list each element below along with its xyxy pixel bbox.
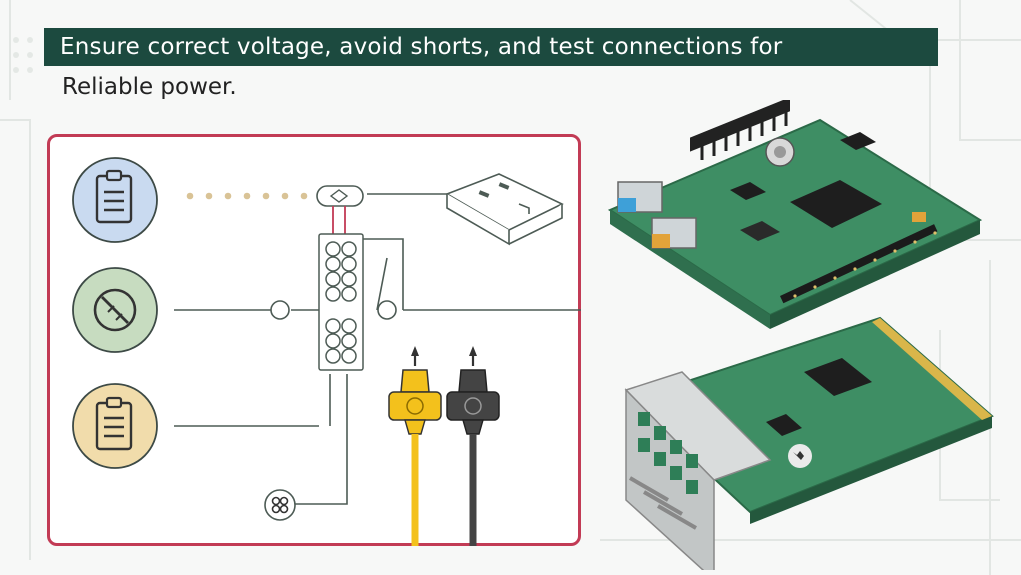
black-probe-icon	[446, 346, 500, 546]
expansion-board-illustration	[624, 316, 994, 570]
yellow-probe-icon	[388, 346, 442, 546]
subtitle-text: Reliable power.	[62, 74, 237, 100]
checklist-icon	[72, 383, 158, 469]
main-board-illustration	[607, 100, 983, 329]
junction-node	[377, 300, 397, 320]
wiring-diagram	[72, 157, 581, 546]
pcb-boards	[607, 100, 994, 570]
no-short-icon	[72, 267, 158, 353]
clipboard-icon	[72, 157, 158, 243]
junction-node	[270, 300, 290, 320]
outlet-icon	[445, 173, 564, 246]
fan-icon	[264, 489, 296, 521]
fuse-connector	[316, 185, 364, 234]
terminal-block	[318, 233, 364, 371]
dotted-trace	[186, 192, 308, 200]
title-banner: Ensure correct voltage, avoid shorts, an…	[44, 28, 938, 66]
title-text: Ensure correct voltage, avoid shorts, an…	[60, 34, 783, 60]
